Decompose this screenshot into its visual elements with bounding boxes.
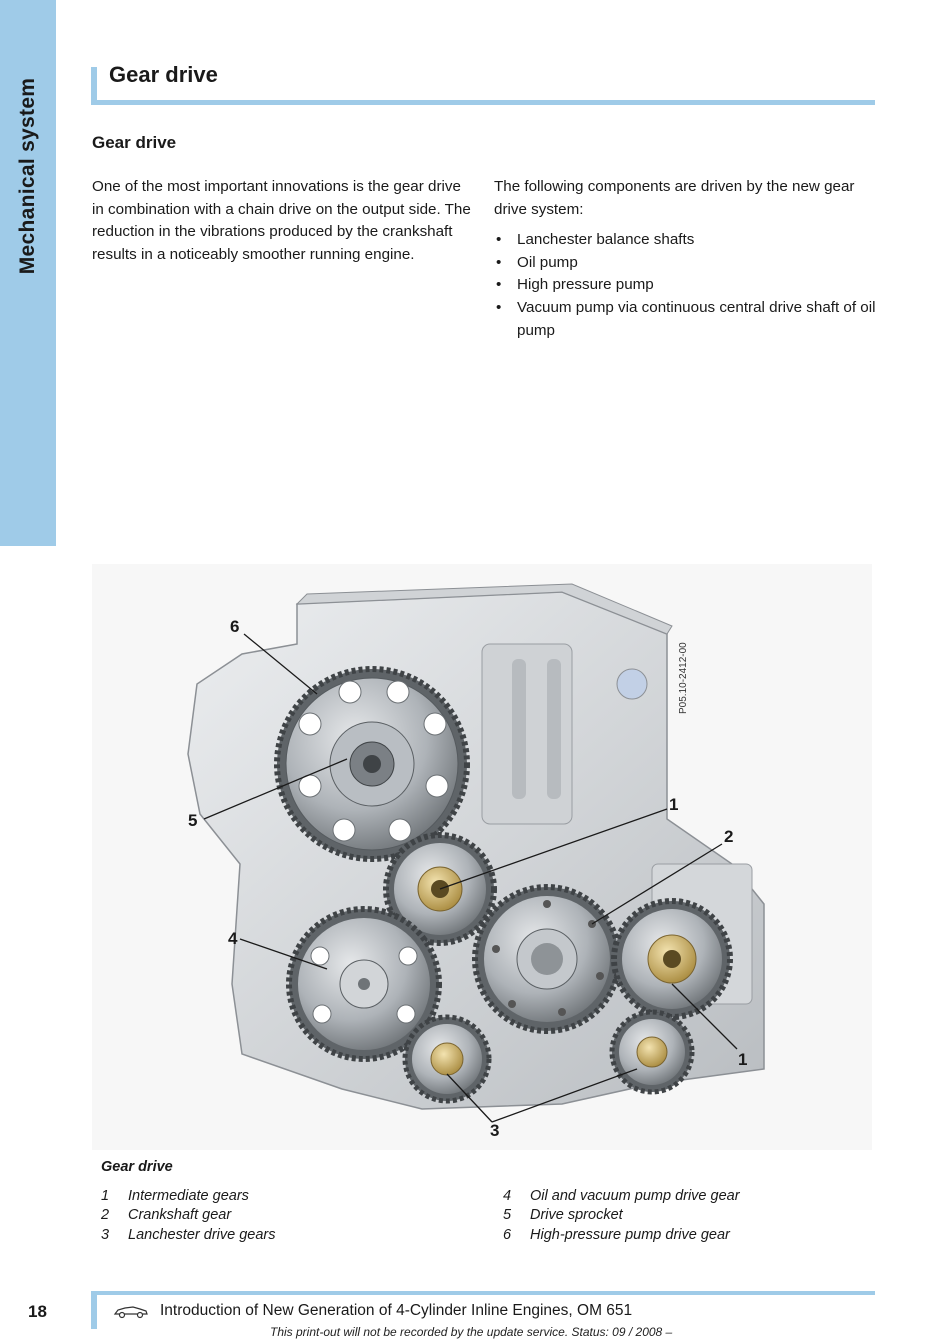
components-column: The following components are driven by t… [494, 176, 878, 342]
crankshaft-gear [472, 884, 622, 1034]
component-list: •Lanchester balance shafts •Oil pump •Hi… [494, 229, 878, 342]
figure-caption: Gear drive [101, 1159, 173, 1175]
list-item: •Oil pump [494, 252, 878, 275]
intermediate-gear-right [611, 898, 733, 1020]
high-pressure-pump-drive-gear [274, 666, 470, 862]
list-item: •High pressure pump [494, 274, 878, 297]
image-code: P05.10-2412-00 [678, 642, 689, 714]
leader-lines [203, 633, 738, 1123]
callout-label: 6 [230, 617, 239, 636]
car-icon [113, 1306, 148, 1319]
section-label: Mechanical system [16, 77, 39, 275]
callout-label: 2 [724, 827, 733, 846]
callout-label: 1 [738, 1050, 747, 1069]
section-title: Gear drive [92, 133, 177, 152]
page-title: Gear drive [109, 62, 218, 87]
header-rule [91, 100, 875, 105]
bullet-icon: • [496, 276, 502, 294]
footer-note: This print-out will not be recorded by t… [270, 1325, 673, 1339]
footer-rule [91, 1291, 875, 1295]
components-intro: The following components are driven by t… [494, 178, 855, 218]
footer-title: Introduction of New Generation of 4-Cyli… [160, 1302, 633, 1319]
intro-paragraph: One of the most important innovations is… [92, 178, 471, 263]
bullet-icon: • [496, 253, 502, 271]
header-bar [91, 67, 875, 104]
callout-label: 1 [669, 795, 678, 814]
page-number: 18 [28, 1302, 47, 1321]
lanchester-drive-gear-right [609, 1009, 695, 1095]
callout-label: 5 [188, 811, 197, 830]
callout-label: 3 [490, 1121, 499, 1140]
bullet-icon: • [496, 298, 502, 316]
oil-vacuum-pump-drive-gear [286, 906, 442, 1062]
side-tab: Mechanical system [0, 0, 56, 546]
gear-drive-illustration: 6 5 1 2 4 1 3 P05.10-2412-00 [92, 564, 872, 1150]
lanchester-drive-gear-left [402, 1014, 492, 1104]
bullet-icon: • [496, 231, 502, 249]
footer-accent-bar [91, 1291, 97, 1329]
callout-label: 4 [228, 929, 238, 948]
list-item: •Lanchester balance shafts [494, 229, 878, 252]
list-item: •Vacuum pump via continuous central driv… [496, 298, 876, 339]
